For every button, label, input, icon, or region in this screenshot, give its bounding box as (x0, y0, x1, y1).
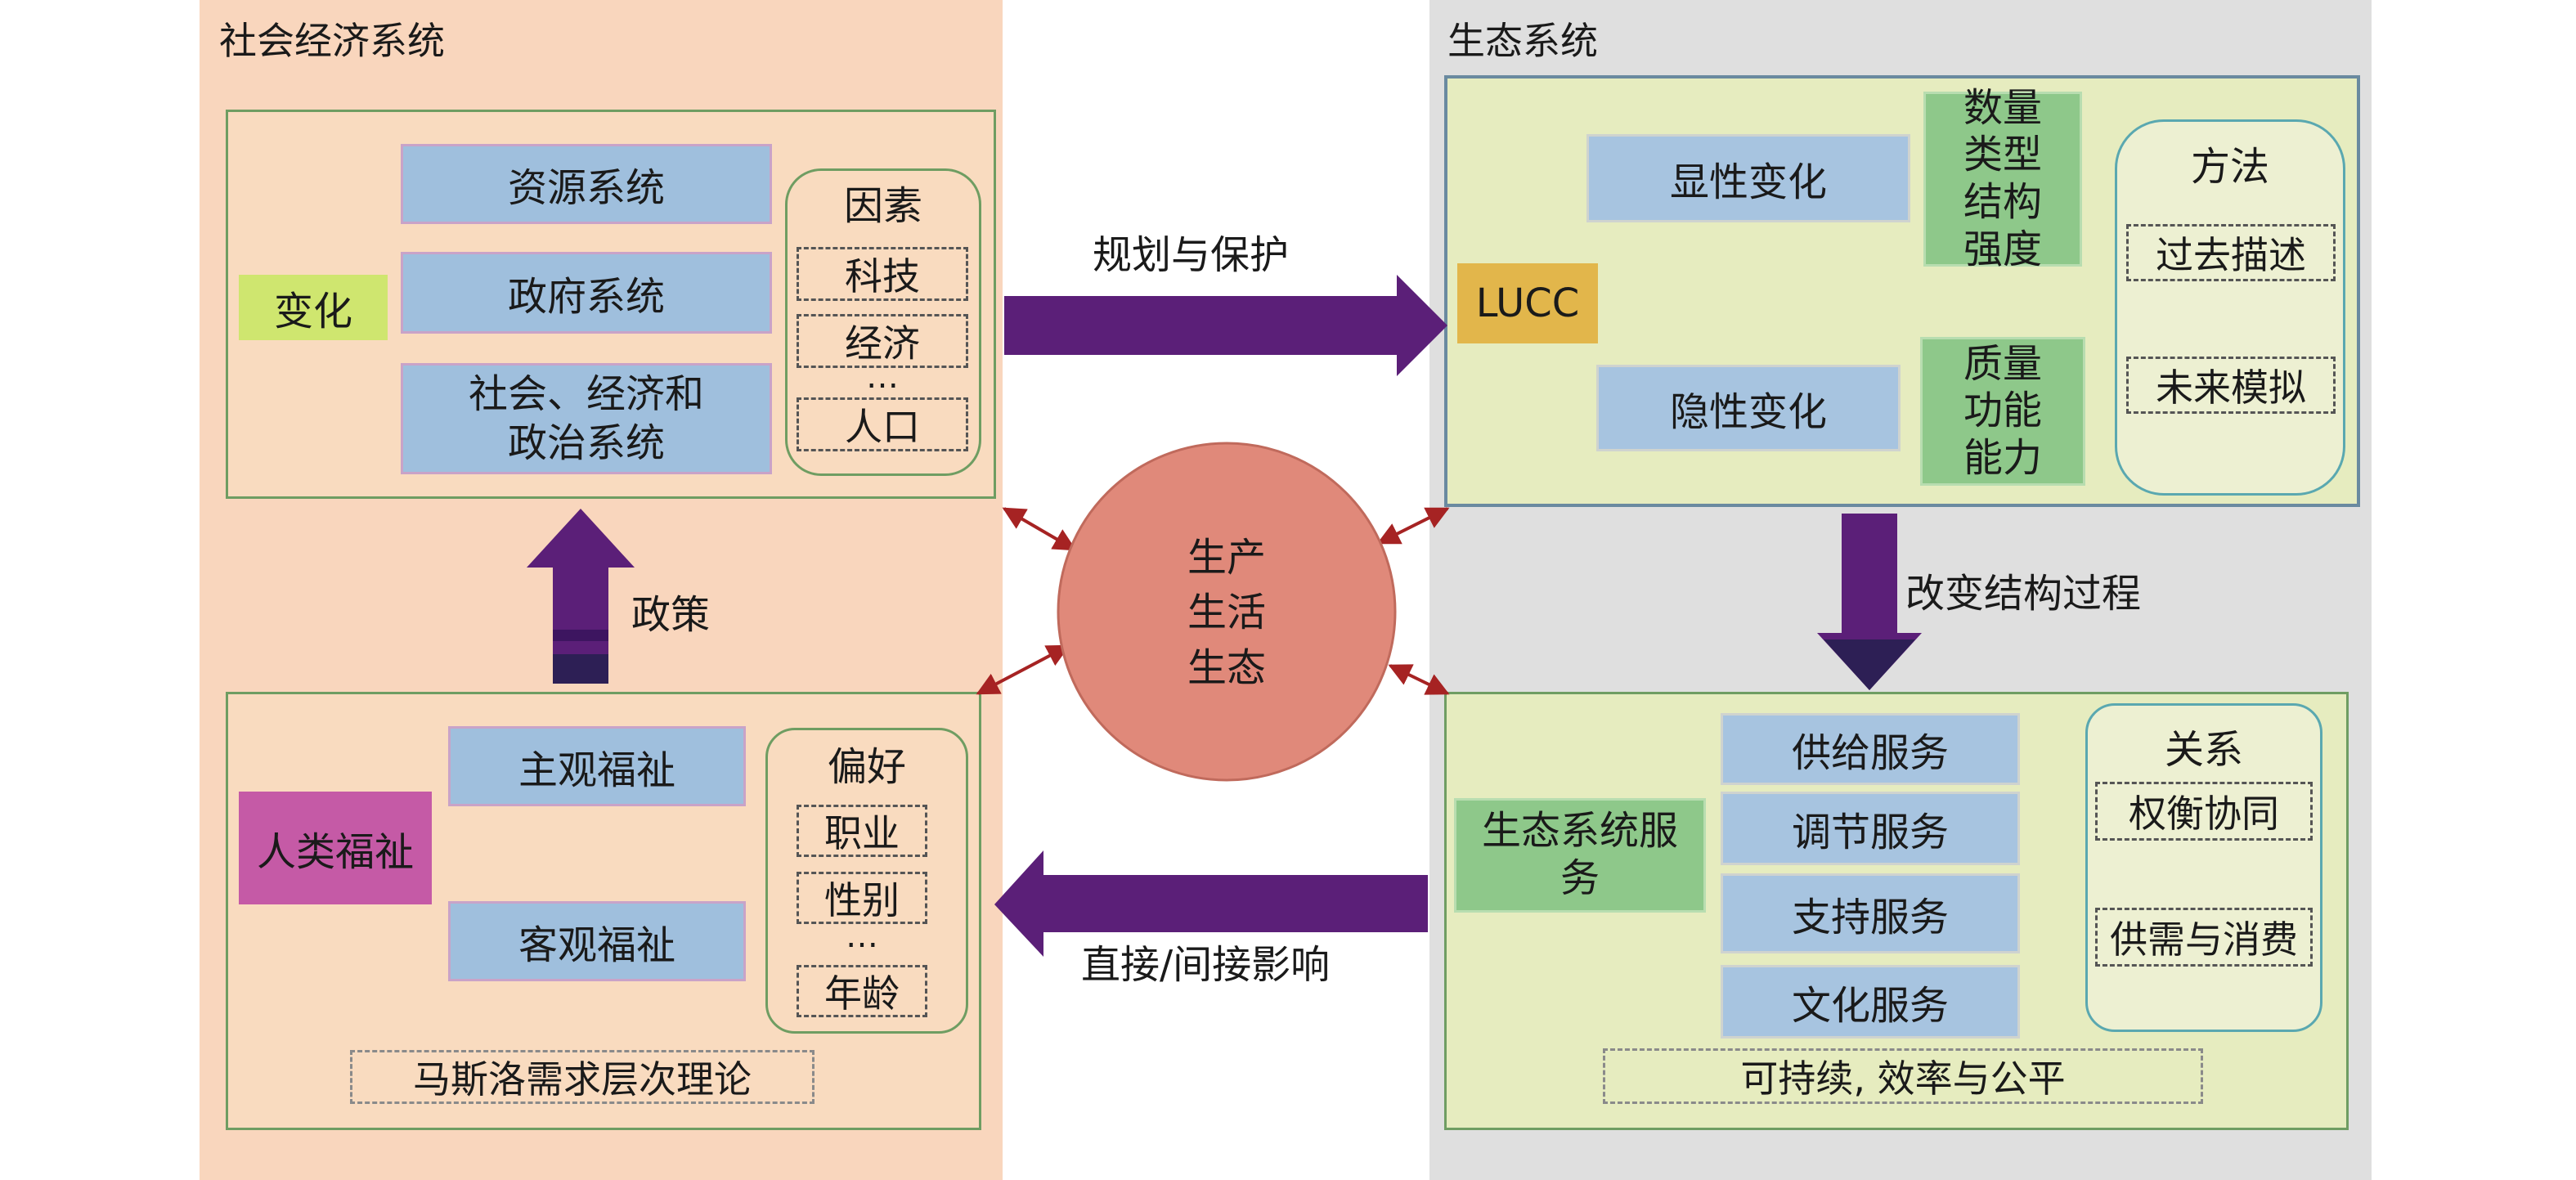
change-process-arrow-tip (1824, 639, 1915, 690)
social-economic-political-system-label: 社会、经济和政治系统 (468, 371, 704, 466)
factors-container (785, 168, 981, 476)
relation-supply-demand: 供需与消费 (2095, 908, 2313, 967)
preference-ellipsis: … (846, 918, 878, 955)
preference-occupation: 职业 (797, 805, 927, 857)
center-living: 生活 (1187, 590, 1266, 636)
ecosystem-services-box: 生态系统服务 (1454, 798, 1706, 913)
maslow-theory-label: 马斯洛需求层次理论 (350, 1050, 815, 1104)
methods-title: 方法 (2190, 144, 2269, 190)
factors-title: 因素 (843, 183, 922, 229)
preference-age: 年龄 (797, 965, 927, 1017)
preference-gender: 性别 (797, 872, 927, 924)
method-future-simulation: 未来模拟 (2126, 357, 2336, 414)
attr-structure: 结构 (1963, 179, 2042, 225)
attr-function: 功能 (1963, 388, 2042, 434)
factor-population: 人口 (797, 397, 968, 451)
implicit-attributes-box: 质量 功能 能力 (1920, 337, 2085, 486)
factor-economy: 经济 (797, 314, 968, 368)
ecosystem-title: 生态系统 (1447, 19, 1598, 63)
preferences-title: 偏好 (827, 744, 906, 790)
policy-arrow-band (553, 630, 608, 641)
policy-label: 政策 (631, 592, 711, 638)
relations-container (2085, 703, 2322, 1032)
preferences-container (765, 728, 968, 1034)
subjective-wellbeing-box: 主观福祉 (448, 726, 746, 806)
planning-label: 规划与保护 (1093, 232, 1290, 278)
provisioning-service-box: 供给服务 (1721, 713, 2020, 785)
planning-arrow (1004, 275, 1447, 376)
center-ecology: 生态 (1187, 644, 1266, 691)
relations-title: 关系 (2164, 727, 2243, 773)
center-circle (1057, 442, 1397, 782)
policy-arrow-base (553, 654, 608, 684)
ecosystem-services-label: 生态系统服务 (1481, 808, 1678, 901)
government-system-box: 政府系统 (401, 252, 772, 334)
center-circle-text: 生产 生活 生态 (1129, 523, 1325, 703)
attr-capacity: 能力 (1963, 434, 2042, 481)
attr-type: 类型 (1963, 132, 2042, 178)
connector-bottom-right (1388, 664, 1450, 695)
impact-arrow (994, 850, 1428, 957)
change-box: 变化 (239, 275, 388, 340)
sustainability-goal-label: 可持续, 效率与公平 (1603, 1048, 2203, 1104)
attr-quantity: 数量 (1963, 84, 2042, 131)
cultural-service-box: 文化服务 (1721, 965, 2020, 1039)
connector-bottom-left (976, 644, 1070, 695)
connector-top-left (1002, 507, 1077, 551)
lucc-box: LUCC (1457, 263, 1598, 343)
supporting-service-box: 支持服务 (1721, 873, 2020, 953)
attr-quality: 质量 (1963, 340, 2042, 387)
center-production: 生产 (1187, 535, 1266, 581)
regulating-service-box: 调节服务 (1721, 792, 2020, 865)
connector-top-right (1376, 507, 1450, 545)
factor-ellipsis: … (866, 358, 899, 396)
resource-system-box: 资源系统 (401, 144, 772, 224)
human-wellbeing-box: 人类福祉 (239, 792, 432, 904)
objective-wellbeing-box: 客观福祉 (448, 901, 746, 981)
explicit-change-box: 显性变化 (1586, 134, 1910, 222)
method-past-description: 过去描述 (2126, 224, 2336, 281)
factor-technology: 科技 (797, 247, 968, 301)
change-process-label: 改变结构过程 (1905, 571, 2142, 617)
explicit-attributes-box: 数量 类型 结构 强度 (1923, 85, 2082, 272)
attr-intensity: 强度 (1963, 226, 2042, 272)
impact-label: 直接/间接影响 (1081, 942, 1331, 988)
relation-tradeoff-synergy: 权衡协同 (2095, 782, 2313, 841)
socioeconomic-title: 社会经济系统 (219, 19, 445, 63)
implicit-change-box: 隐性变化 (1596, 365, 1901, 451)
social-economic-political-system-box: 社会、经济和政治系统 (401, 363, 772, 474)
methods-container (2115, 119, 2345, 496)
